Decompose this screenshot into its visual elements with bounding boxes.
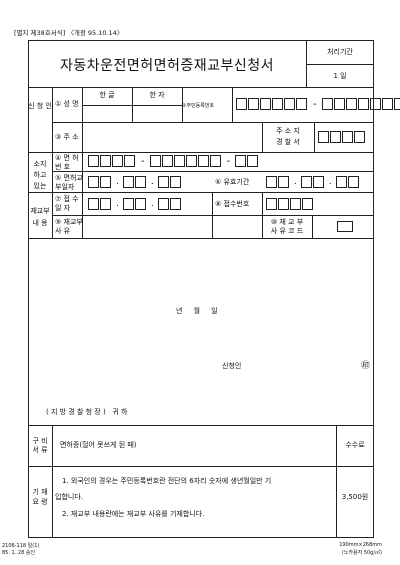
note-2: 2. 재교부 내용란에는 재교부 사유를 기재합니다.	[62, 510, 205, 518]
issue-date-label: ⑤ 면허교 부일자	[55, 174, 83, 191]
note-1-continued: 입합니다.	[55, 493, 83, 501]
issue-date-boxes[interactable]: . .	[88, 176, 182, 188]
applicant-section-label: 신 청 인	[28, 102, 52, 110]
footer-size: 190mm×268mm	[339, 542, 382, 548]
rrn-label: ②주민등록번호	[182, 103, 215, 109]
signature-date: 년 월 일	[176, 307, 218, 315]
reason-code-box[interactable]	[337, 221, 353, 232]
footer-approval: 85. 1. 28 승인	[2, 550, 36, 556]
valid-period-label: ⑥ 유효기간	[215, 178, 250, 186]
jurisdiction-label: 주 소 지 경 찰 서	[276, 127, 300, 146]
valid-period-boxes[interactable]: . .	[266, 176, 360, 188]
form-number: [별지 제38호서식] 〈개정 95.10.14〉	[14, 29, 124, 37]
receipt-date-label: ⑦ 접 수 일 자	[55, 195, 79, 212]
processing-period-label: 처리기간	[327, 48, 353, 56]
footer-paper: (노카용지 50g/㎡)	[341, 550, 382, 556]
seal-mark: ㊞	[361, 361, 371, 371]
receipt-number-label: ⑧ 접수번호	[215, 200, 250, 208]
footer-code: 2106-118 일(1)	[2, 543, 40, 549]
license-number-label: ④ 면 허 번 호	[55, 154, 79, 171]
name-label: ① 성 명	[55, 100, 79, 108]
reason-code-label: ⑩ 재 교 부 사 유 코 드	[270, 218, 304, 235]
applicant-sign-label: 신청인	[222, 362, 242, 370]
receipt-date-boxes[interactable]: . .	[88, 198, 182, 210]
jurisdiction-boxes[interactable]	[318, 131, 366, 143]
receipt-number-boxes[interactable]	[266, 198, 314, 210]
note-1: 1. 외국인의 경우는 주민등록번호란 전단의 6자리 숫자에 생년월일만 기	[62, 477, 272, 485]
reissue-section-label: 재교부 내 용	[30, 207, 50, 227]
fee-label: 수수료	[345, 441, 365, 449]
recipient: ( 지 방 경 찰 청 장 ) 귀 하	[46, 408, 128, 416]
license-section-label: 소지 하고 있는	[33, 160, 47, 190]
name-hanja-label: 한 자	[149, 91, 165, 99]
notes-label: 기 재 요 령	[32, 488, 48, 506]
form-frame	[28, 40, 374, 538]
documents-label: 구 비 서 류	[32, 437, 48, 454]
license-number-boxes[interactable]: - -	[88, 155, 259, 167]
form-title: 자동차운전면허면허증재교부신청서	[59, 58, 275, 74]
rrn-boxes[interactable]: -	[236, 98, 400, 110]
processing-period-value: 1 일	[333, 72, 347, 80]
address-label: ③ 주 소	[55, 133, 79, 141]
name-hangul-label: 한 글	[99, 91, 115, 99]
fee-value: 3,500원	[341, 493, 369, 501]
reissue-reason-label: ⑨ 재교부 사 유	[55, 218, 83, 235]
documents-value: 면허증(헐어 못쓰게 된 때)	[60, 441, 137, 449]
